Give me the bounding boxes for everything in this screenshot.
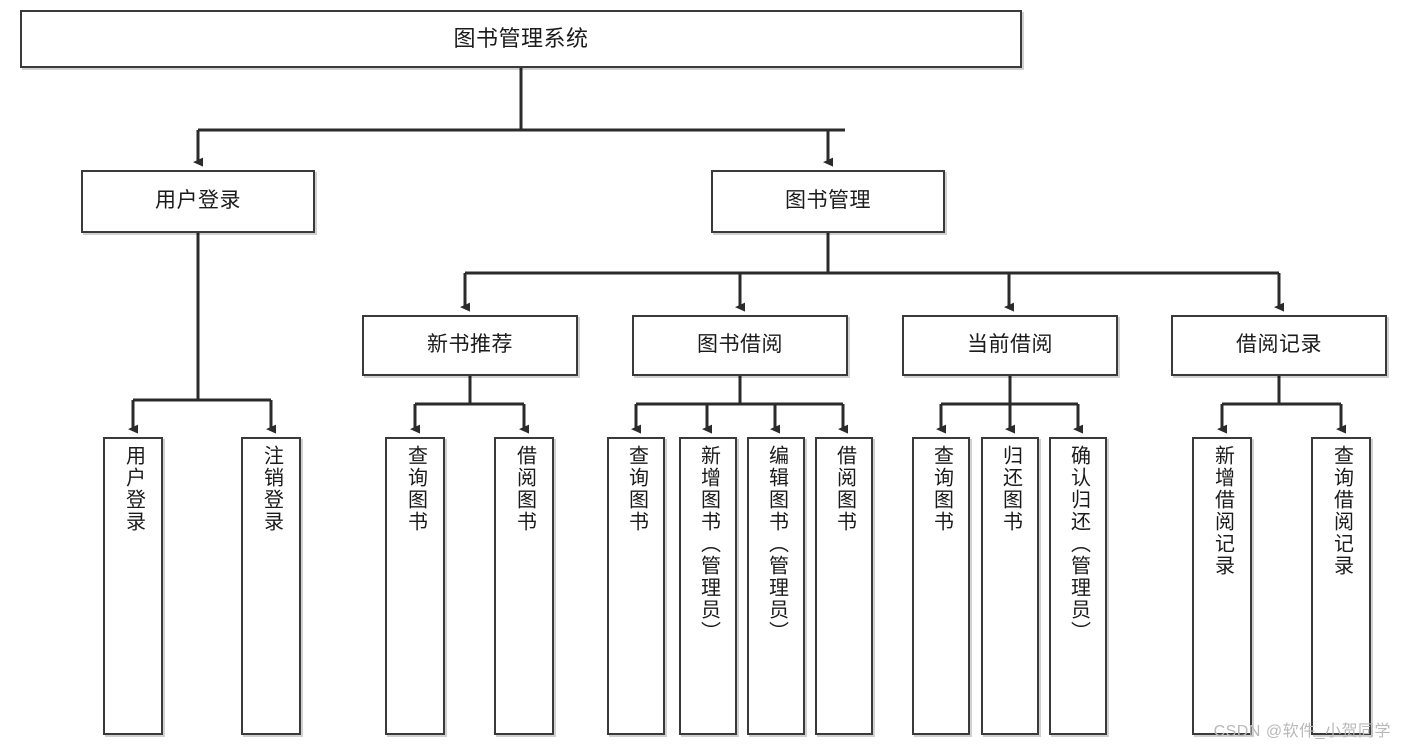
- node-leaf-query-book-1-label: 查询图书: [404, 445, 427, 533]
- node-leaf-add-record-label: 新增借阅记录: [1211, 445, 1234, 577]
- node-leaf-borrow-book-1[interactable]: 借阅图书: [494, 437, 554, 735]
- node-leaf-borrow-book-1-label: 借阅图书: [513, 445, 536, 533]
- node-leaf-add-book[interactable]: 新增图书（管理员）: [679, 437, 737, 735]
- watermark-text: CSDN @软件_小贺同学: [1213, 723, 1391, 740]
- node-leaf-borrow-book-2-label: 借阅图书: [833, 445, 856, 533]
- node-borrow-record[interactable]: 借阅记录: [1171, 315, 1387, 376]
- node-root[interactable]: 图书管理系统: [20, 10, 1022, 68]
- node-leaf-edit-book[interactable]: 编辑图书（管理员）: [747, 437, 805, 735]
- node-leaf-user-logout[interactable]: 注销登录: [241, 437, 301, 735]
- node-leaf-user-login-label: 用户登录: [122, 445, 145, 533]
- node-leaf-confirm-return-label: 确认归还（管理员）: [1067, 445, 1090, 643]
- node-leaf-query-record-label: 查询借阅记录: [1330, 445, 1353, 577]
- node-root-label: 图书管理系统: [453, 26, 589, 52]
- node-leaf-borrow-book-2[interactable]: 借阅图书: [815, 437, 873, 735]
- node-user-login-label: 用户登录: [155, 189, 241, 213]
- node-leaf-query-book-2-label: 查询图书: [625, 445, 648, 533]
- node-new-book-recommend[interactable]: 新书推荐: [362, 315, 578, 376]
- node-leaf-edit-book-label: 编辑图书（管理员）: [765, 445, 788, 643]
- node-leaf-return-book-label: 归还图书: [999, 445, 1022, 533]
- node-current-borrow-label: 当前借阅: [967, 333, 1053, 357]
- node-leaf-query-record[interactable]: 查询借阅记录: [1311, 437, 1371, 735]
- node-current-borrow[interactable]: 当前借阅: [902, 315, 1118, 376]
- node-book-manage-label: 图书管理: [785, 189, 871, 213]
- node-leaf-user-logout-label: 注销登录: [260, 445, 283, 533]
- node-book-borrow[interactable]: 图书借阅: [632, 315, 848, 376]
- node-leaf-add-book-label: 新增图书（管理员）: [697, 445, 720, 643]
- node-new-book-recommend-label: 新书推荐: [427, 333, 513, 357]
- node-borrow-record-label: 借阅记录: [1236, 333, 1322, 357]
- node-book-manage[interactable]: 图书管理: [711, 170, 945, 233]
- node-leaf-query-book-1[interactable]: 查询图书: [385, 437, 445, 735]
- node-leaf-query-book-3[interactable]: 查询图书: [912, 437, 970, 735]
- node-user-login[interactable]: 用户登录: [81, 170, 315, 233]
- node-leaf-add-record[interactable]: 新增借阅记录: [1192, 437, 1252, 735]
- node-leaf-return-book[interactable]: 归还图书: [981, 437, 1039, 735]
- node-leaf-user-login[interactable]: 用户登录: [103, 437, 163, 735]
- node-leaf-query-book-2[interactable]: 查询图书: [607, 437, 665, 735]
- node-leaf-confirm-return[interactable]: 确认归还（管理员）: [1049, 437, 1107, 735]
- node-leaf-query-book-3-label: 查询图书: [930, 445, 953, 533]
- node-book-borrow-label: 图书借阅: [697, 333, 783, 357]
